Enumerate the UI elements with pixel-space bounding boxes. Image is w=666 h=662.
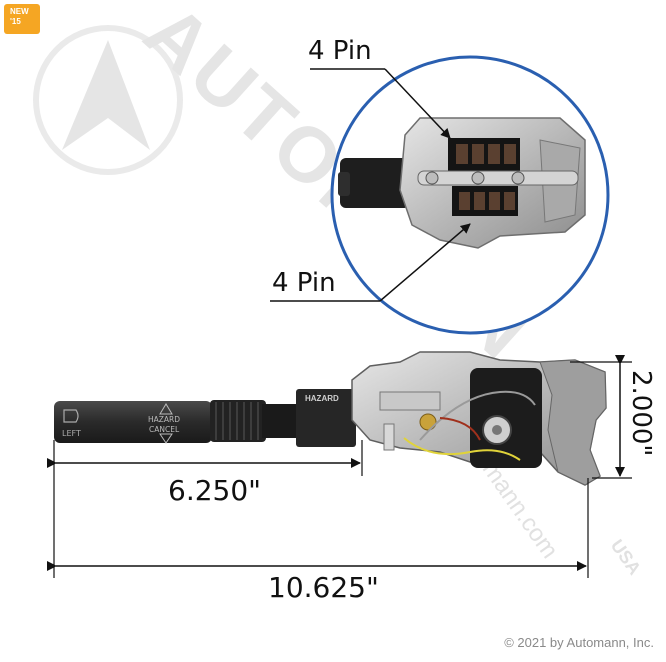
hazard-up-icon [159,403,173,415]
brass-contact [419,413,437,431]
copyright-text: © 2021 by Automann, Inc. [504,635,654,650]
watermark-logo-arrow [62,40,150,150]
lever-grip [54,401,212,443]
cancel-down-icon [159,433,173,444]
lever-left-text: LEFT [62,429,81,438]
screw-center [471,171,485,185]
bottom-pin-label: 4 Pin [272,268,336,298]
badge-line2: '15 [10,17,21,26]
watermark-suffix: USA [607,536,645,579]
yellow-wire [403,437,521,461]
collar-hazard-text: HAZARD [305,394,339,403]
lever-hazard-text: HAZARD [148,415,180,424]
short-width-label: 6.250" [168,474,261,507]
lever-light-icon [63,409,79,423]
height-label: 2.000" [626,370,656,456]
cable-stub [340,158,410,208]
top-pin-arrow [384,68,451,139]
badge-line1: NEW [10,7,29,16]
red-wire [439,417,481,441]
hazard-collar [296,389,356,447]
total-width-label: 10.625" [268,571,379,604]
connector-callout: 4 Pin 4 Pin [270,36,610,335]
dimension-lines: 6.250" 10.625" 2.000" [47,355,656,604]
top-4-pin-connector [448,138,520,172]
new-badge: NEW '15 [4,4,40,34]
bottom-4-pin-connector [452,186,518,216]
screw-right [511,171,525,185]
bottom-pin-arrow [379,223,471,302]
watermark-logo-ring [33,25,183,175]
mounting-bar [417,170,579,186]
turn-signal-switch: LEFT HAZARD CANCEL HAZARD [54,351,607,486]
top-pin-label: 4 Pin [308,36,372,66]
lever-cancel-text: CANCEL [149,425,180,434]
screw-left [425,171,439,185]
